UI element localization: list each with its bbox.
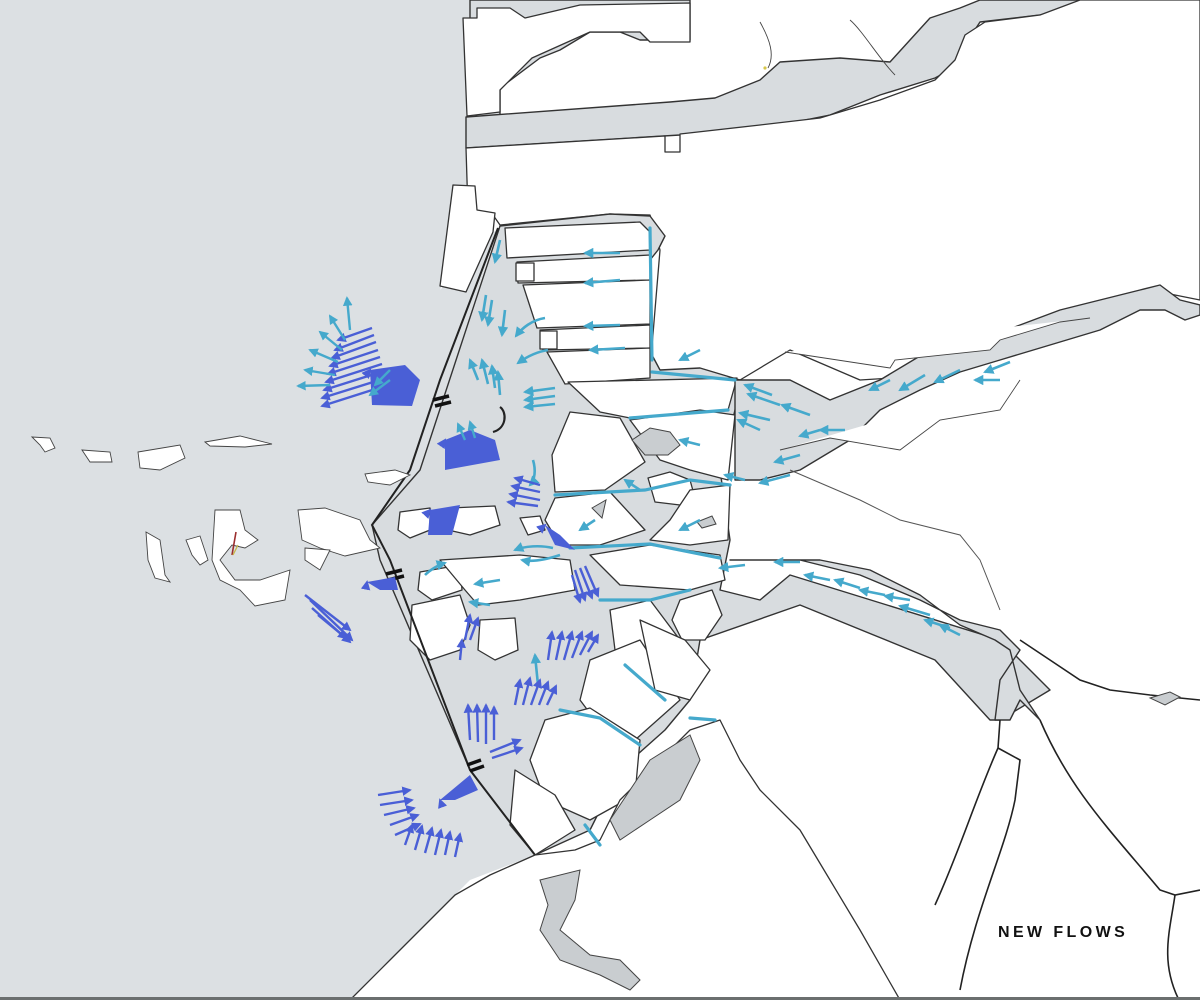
- arrow-light-blue-icon: [424, 239, 1011, 686]
- arrow-light-blue-fan: [296, 296, 477, 441]
- lagoon-islands: [397, 409, 736, 856]
- internal-channels: [553, 226, 737, 847]
- sea-dike: [370, 227, 536, 856]
- southern-coast: [349, 719, 901, 1000]
- port-area: [439, 0, 1200, 381]
- western-islands: [30, 435, 412, 607]
- open-sea: [0, 0, 535, 1000]
- bottom-border: [0, 997, 1200, 1000]
- rivers-east: [729, 284, 1200, 999]
- map-title-label: NEW FLOWS: [998, 924, 1129, 941]
